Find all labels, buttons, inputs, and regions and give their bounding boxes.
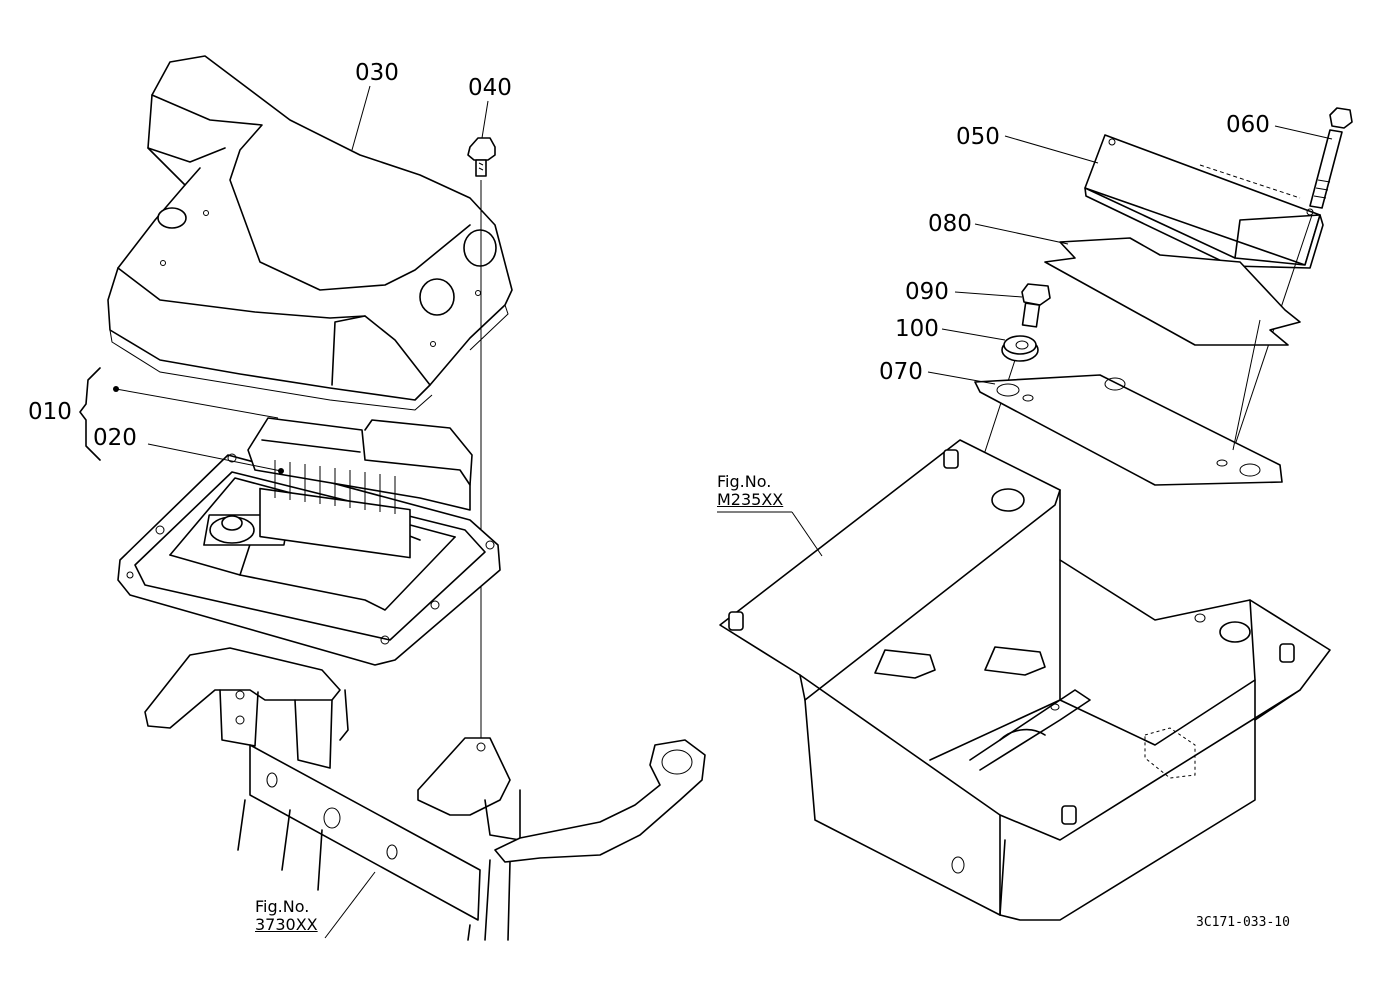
label-080: 080 (928, 211, 972, 237)
controller-050 (1084, 134, 1324, 269)
label-090: 090 (905, 279, 949, 305)
figure-ref-left-prefix: Fig.No. (255, 897, 310, 916)
lower-bracket-left (144, 647, 481, 921)
lower-bracket-right (417, 737, 706, 941)
bolt-040 (467, 137, 496, 745)
figure-ref-right-number: M235XX (717, 490, 784, 510)
figure-ref-left-number: 3730XX (255, 915, 318, 935)
base-tray (719, 439, 1331, 921)
figure-ref-right: Fig.No. M235XX (717, 472, 784, 510)
label-050: 050 (956, 124, 1000, 150)
ecu-cover-030 (107, 55, 513, 411)
label-030: 030 (355, 60, 399, 86)
bracket-010-group (79, 367, 101, 461)
label-020: 020 (93, 425, 137, 451)
figure-ref-left: Fig.No. 3730XX (255, 897, 318, 935)
figure-ref-right-prefix: Fig.No. (717, 472, 772, 491)
leader-lines-left (115, 85, 489, 939)
label-060: 060 (1226, 112, 1270, 138)
label-010: 010 (28, 399, 72, 425)
mounting-plate-070 (974, 374, 1283, 486)
label-100: 100 (895, 316, 939, 342)
insulator-plate-080 (1044, 237, 1301, 346)
drawing-number: 3C171-033-10 (1196, 915, 1290, 930)
label-040: 040 (468, 75, 512, 101)
bolt-090 (1021, 283, 1051, 328)
ecu-unit-020 (117, 417, 501, 666)
label-070: 070 (879, 359, 923, 385)
leader-lines-right (717, 125, 1333, 557)
